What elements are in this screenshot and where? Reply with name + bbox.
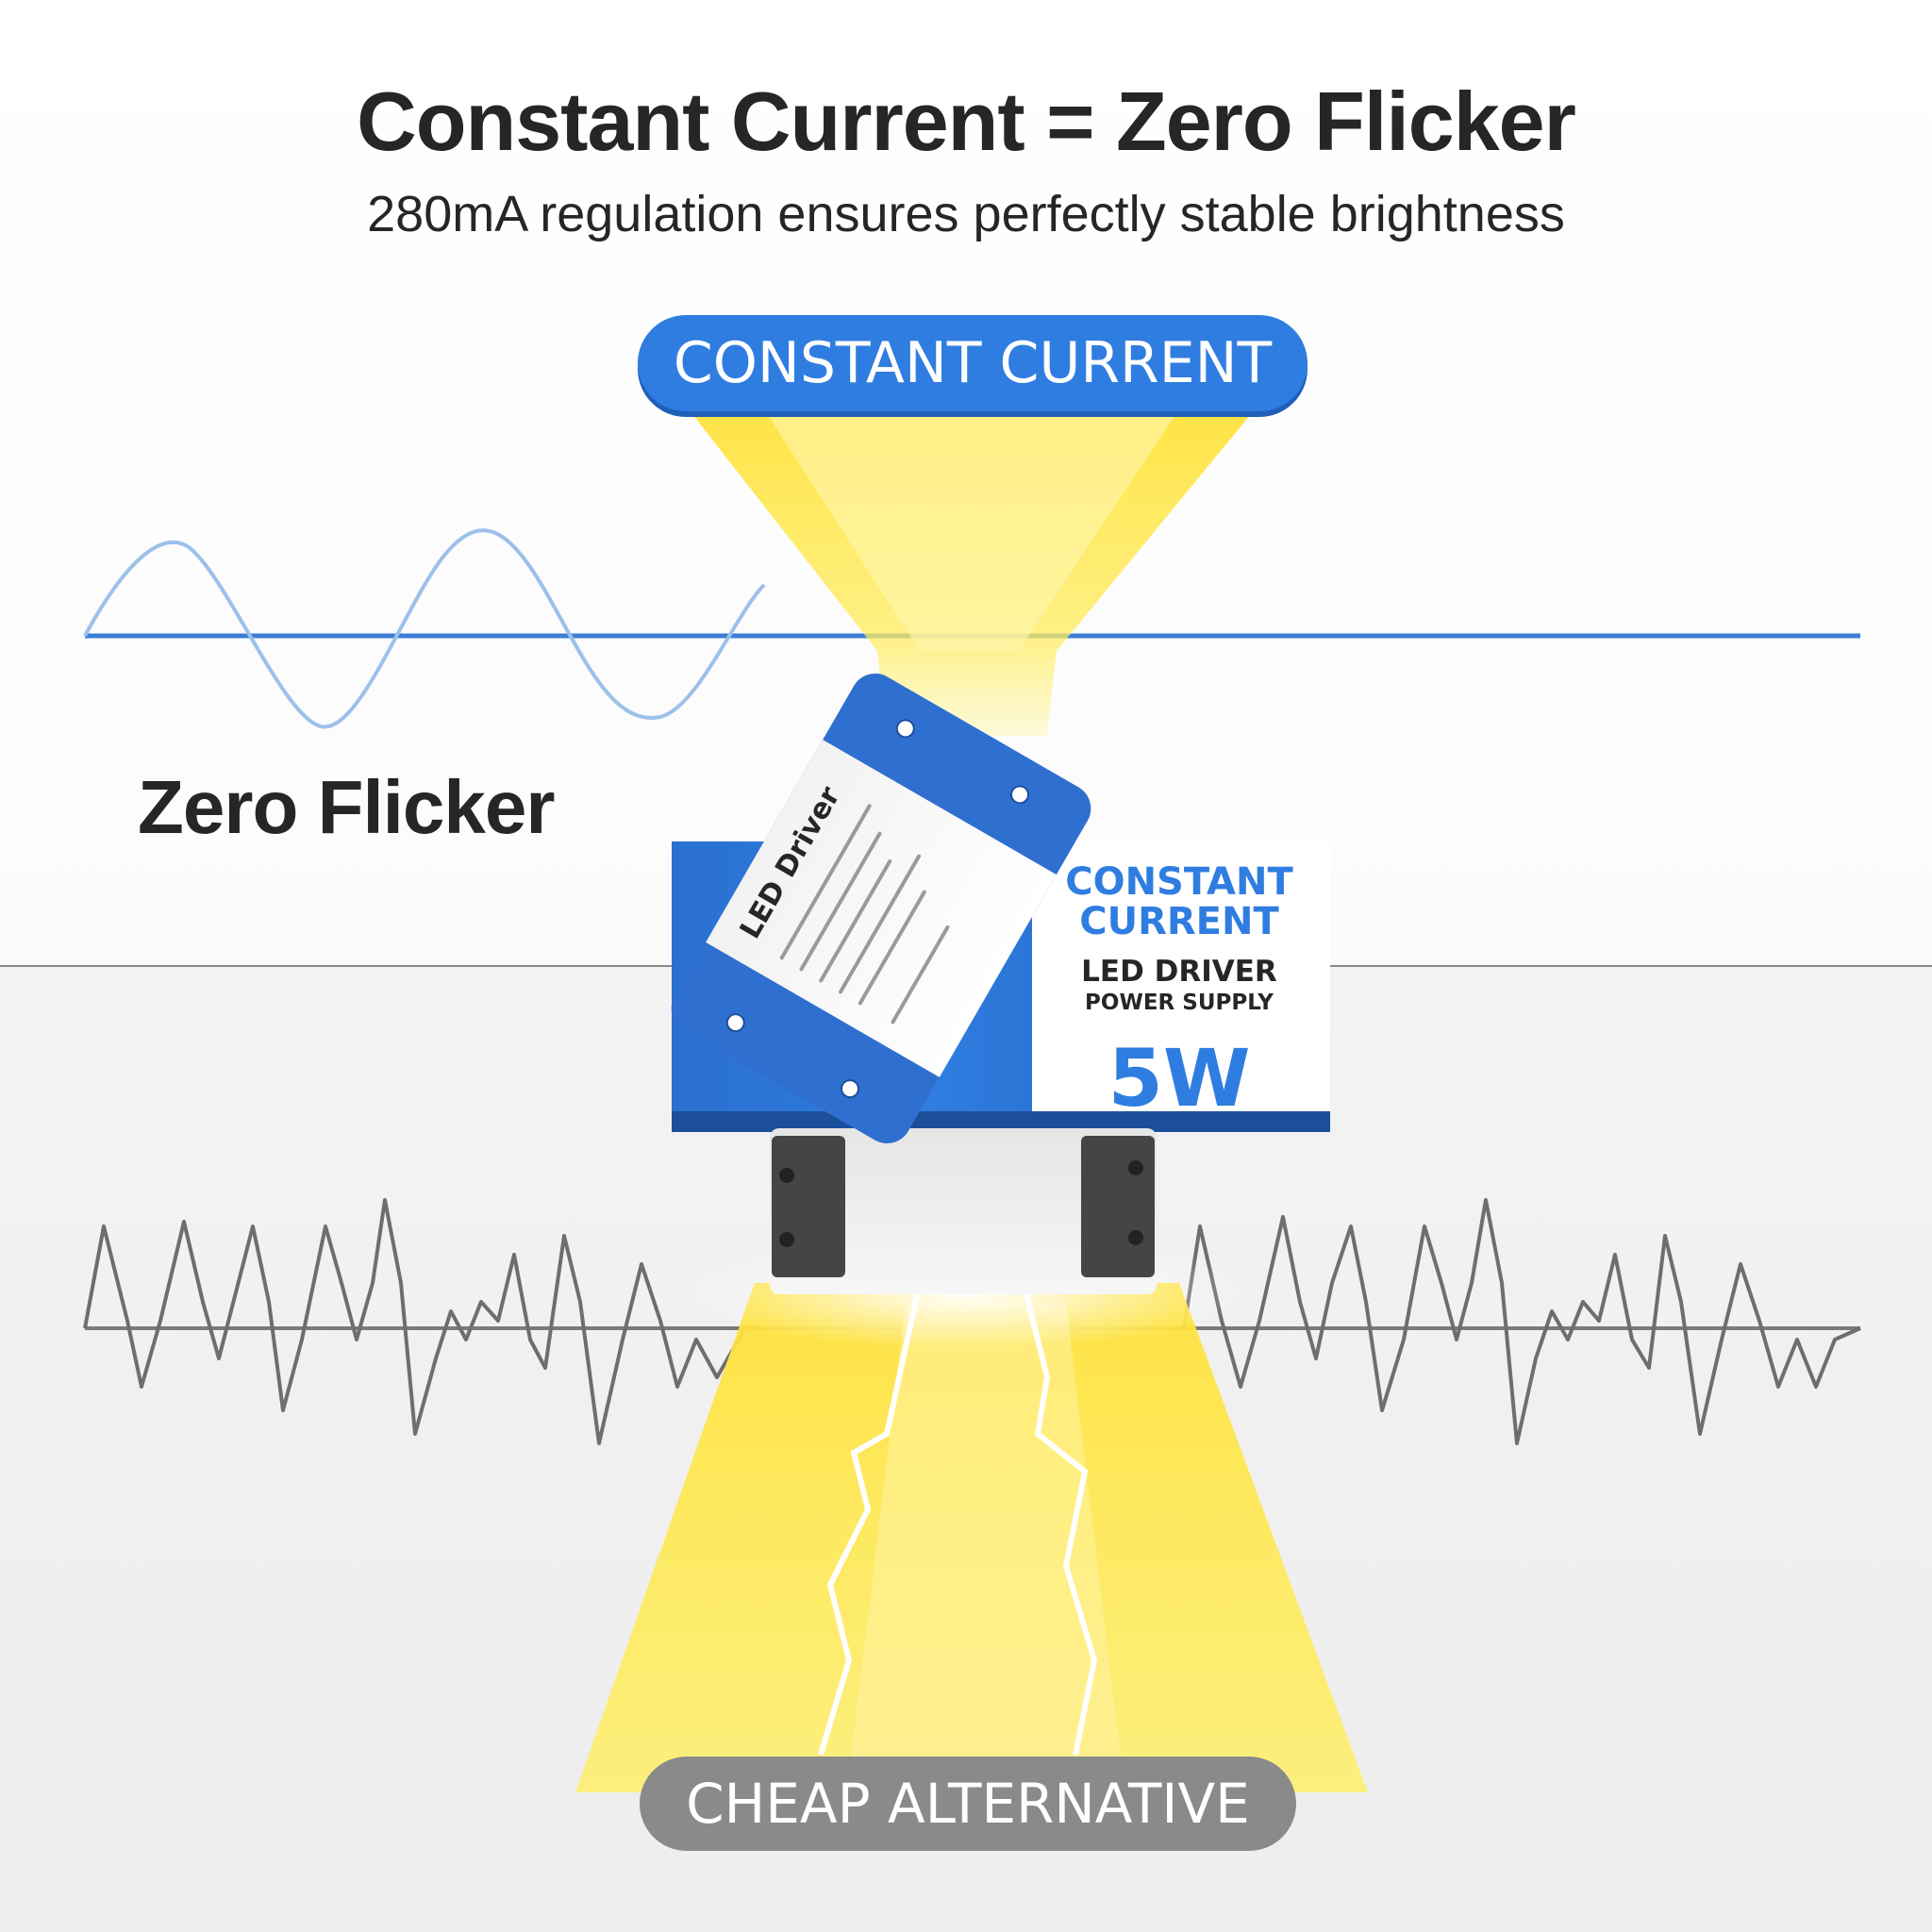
box-subtitle-line1: LED DRIVER [1081, 955, 1277, 989]
box-subtitle-line2: POWER SUPPLY [1085, 991, 1274, 1015]
module-right-cap [1081, 1136, 1155, 1277]
constant-current-pill: CONSTANT CURRENT [638, 315, 1307, 411]
headline: Constant Current = Zero Flicker [357, 75, 1576, 168]
zero-flicker-label: Zero Flicker [138, 765, 556, 849]
module-left-cap [772, 1136, 845, 1277]
lightning-crack [818, 1282, 923, 1756]
screw-icon [779, 1168, 794, 1183]
box-title-line2: CURRENT [1079, 900, 1279, 943]
screw-icon [1128, 1230, 1143, 1245]
cheap-alternative-pill: CHEAP ALTERNATIVE [640, 1757, 1296, 1851]
subheadline: 280mA regulation ensures perfectly stabl… [367, 186, 1565, 242]
box-wattage: 5W [1108, 1032, 1251, 1124]
box-title-line1: CONSTANT [1065, 860, 1293, 904]
screw-icon [1128, 1160, 1143, 1175]
product-box-face [1032, 841, 1330, 1132]
screw-icon [779, 1232, 794, 1247]
